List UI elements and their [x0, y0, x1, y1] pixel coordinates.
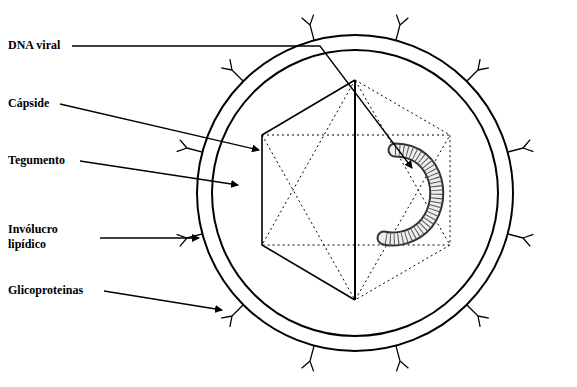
label-capsid: Cápside [6, 96, 51, 111]
glycoprotein-spike [467, 59, 489, 81]
leader-lines [60, 46, 412, 310]
glycoprotein-spike [508, 234, 534, 247]
label-dna: DNA viral [6, 38, 62, 53]
glycoprotein-spike [177, 234, 203, 247]
glycoprotein-spike [396, 346, 409, 372]
glycoprotein-spike [302, 346, 315, 372]
glycoprotein-spike [302, 15, 315, 41]
label-glycoproteins: Glicoproteinas [6, 283, 85, 298]
glycoprotein-spike [396, 15, 409, 41]
glycoprotein-spike [508, 140, 534, 153]
lipid-envelope [197, 35, 513, 351]
viral-dna [384, 150, 437, 239]
label-tegument: Tegumento [6, 153, 67, 168]
glycoprotein-spikes [177, 15, 534, 372]
glycoprotein-spike [177, 140, 203, 153]
label-envelope: Invólucro lipídico [6, 222, 100, 252]
glycoprotein-spike [221, 305, 243, 327]
glycoprotein-spike [467, 305, 489, 327]
capsid [262, 80, 450, 300]
glycoprotein-spike [221, 59, 243, 81]
